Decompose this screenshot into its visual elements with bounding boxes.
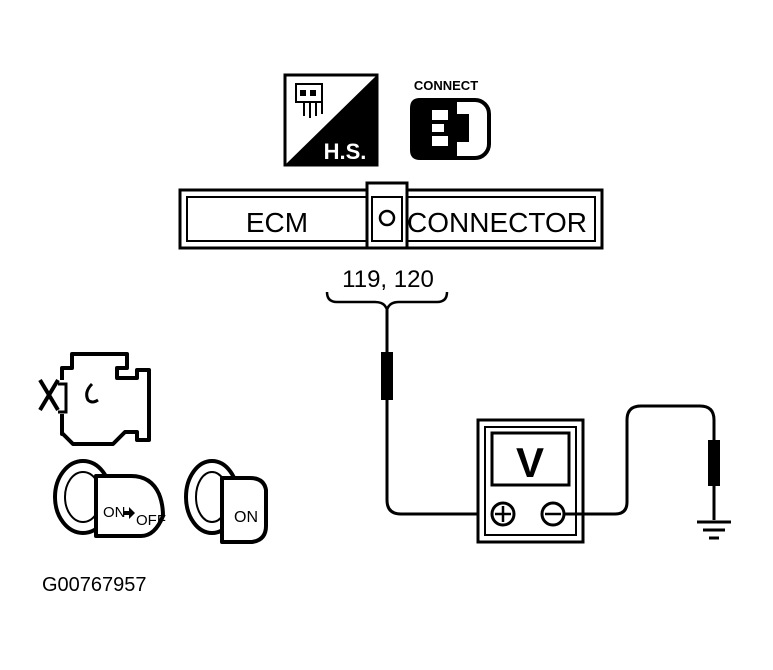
ecm-label: ECM xyxy=(246,207,308,238)
ignition-on-label: ON xyxy=(103,504,126,521)
harness-side-icon: H.S. xyxy=(283,73,379,167)
ground-icon xyxy=(697,520,731,540)
terminal-numbers: 119, 120 xyxy=(342,266,434,293)
arrow-right-icon xyxy=(123,507,135,519)
engine-icon xyxy=(38,352,151,446)
harness-side-label: H.S. xyxy=(324,139,367,164)
figure-id: G00767957 xyxy=(42,574,147,596)
connect-icon: CONNECT xyxy=(410,78,491,160)
connect-label: CONNECT xyxy=(414,78,478,93)
ecm-connector: ECM CONNECTOR xyxy=(178,181,604,250)
voltmeter-label: V xyxy=(516,439,544,486)
positive-terminal-icon xyxy=(490,501,516,527)
ignition-on-only-label: ON xyxy=(234,509,258,526)
connector-label: CONNECTOR xyxy=(407,207,587,238)
terminal-brace xyxy=(325,291,449,311)
negative-probe-lead xyxy=(564,404,720,520)
positive-probe-lead xyxy=(381,310,503,516)
ignition-off-label: OFF xyxy=(136,512,166,529)
negative-terminal-icon xyxy=(540,501,566,527)
ignition-on-off-icon: ON OFF xyxy=(53,459,166,538)
lock-tab-icon xyxy=(378,209,396,227)
ignition-on-icon: ON xyxy=(184,459,268,544)
voltmeter: V xyxy=(476,418,585,544)
